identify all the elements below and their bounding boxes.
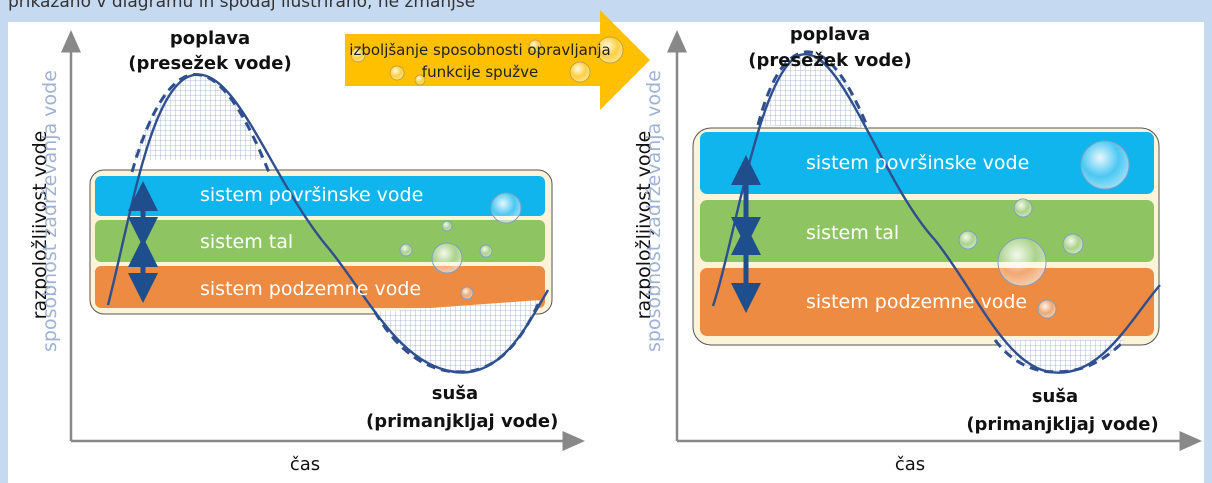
right-bubble-large-icon [997,237,1047,287]
arrow-bubble-icon [596,36,624,64]
right-bubble-small-icon [1013,198,1033,218]
arrow-bubble-icon [350,47,366,63]
left-band-soil-label: sistem tal [200,231,294,253]
right-drought-title: suša [1031,386,1079,407]
arrow-bubble-icon [569,61,591,83]
left-band-soil [95,220,545,262]
left-band-groundwater-label: sistem podzemne vode [200,278,422,300]
right-flood-dashed [756,50,870,129]
left-panel [61,30,585,451]
right-bubble-small-icon [1037,299,1057,319]
arrow-bubble-icon [414,74,426,86]
left-flood-dashed [130,72,272,176]
right-flood-title: poplava [789,24,871,45]
left-bubble-small-icon [460,286,474,300]
left-bubble-small-icon [441,220,453,232]
right-bubble-large-icon [1080,140,1130,190]
left-x-label: čas [289,454,321,475]
right-x-label: čas [894,454,926,475]
left-drought-area [375,300,540,372]
right-bubble-small-icon [958,230,978,250]
left-bubble-small-icon [399,243,413,257]
left-bubble-large-icon [490,192,522,224]
left-band-groundwater [95,266,545,308]
right-band-surface-label: sistem površinske vode [806,152,1030,174]
right-y-label-capacity: sposobnost zadrževanja vode [643,70,665,352]
right-panel [667,30,1202,451]
right-flood-subtitle: (presežek vode) [748,50,912,71]
left-drought-subtitle: (primanjkljaj vode) [366,411,559,432]
right-flood-area [758,51,868,129]
left-y-label-capacity: sposobnost zadrževanja vode [39,70,61,352]
right-band-groundwater-label: sistem podzemne vode [806,291,1028,313]
right-band-soil-label: sistem tal [806,222,900,244]
top-caption: prikazano v diagramu in spodaj ilustrira… [8,0,476,12]
left-band-surface-label: sistem površinske vode [200,184,424,206]
arrow-bubble-icon [389,65,405,81]
left-drought-title: suša [431,383,479,404]
right-band-groundwater [700,268,1154,336]
right-drought-subtitle: (primanjkljaj vode) [966,414,1159,435]
left-flood-subtitle: (presežek vode) [128,53,292,74]
right-band-surface [700,132,1154,194]
left-bubble-mid-icon [431,242,463,274]
left-bubble-small-icon [479,244,493,258]
right-drought-dashed [993,338,1127,374]
right-water-curve [711,53,1161,374]
left-water-curve [106,73,550,374]
arrow-text-line1: izboljšanje sposobnosti opravljanja [349,41,611,59]
left-flood-title: poplava [169,28,251,49]
left-band-surface [95,176,545,216]
arrow-text-line2: funkcije spužve [421,63,539,81]
arrow-bubble-icon [528,39,542,53]
right-bubble-small-icon [1062,233,1084,255]
